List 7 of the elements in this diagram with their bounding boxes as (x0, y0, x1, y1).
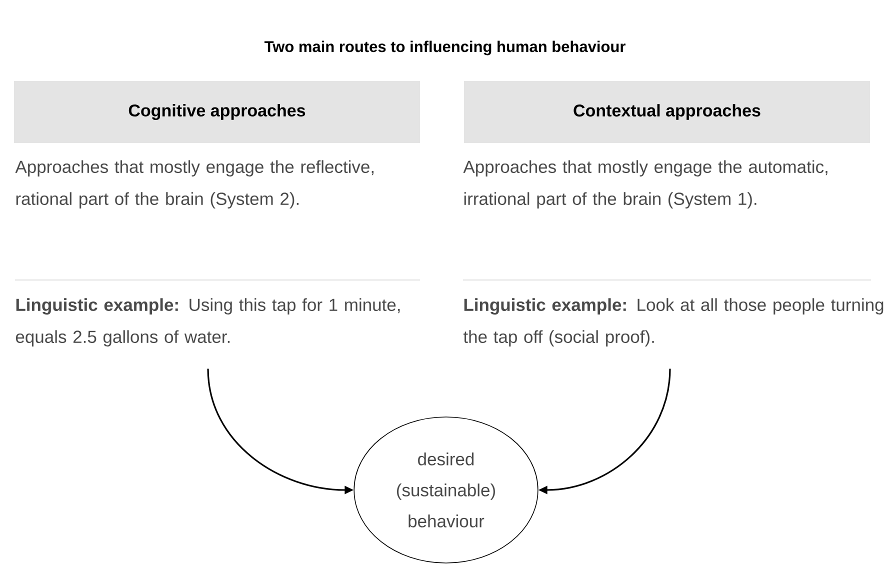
header-band: Contextual approaches (464, 81, 870, 143)
example-text: Linguistic example: Using this tap for 1 minute, equals 2.5 gallons of water. (16, 298, 400, 346)
example-text: Linguistic example: Look at all those people turning the tap off (social proof). (463, 298, 884, 346)
title: Two main routes to influencing human behaviour (264, 40, 626, 56)
description-text: Approaches that mostly engage the reflective, rational part of the brain (System 2). (15, 160, 374, 209)
description-text: Approaches that mostly engage the automatic, irrational part of the brain (System 1). (463, 160, 828, 209)
header-band: Cognitive approaches (14, 81, 420, 143)
